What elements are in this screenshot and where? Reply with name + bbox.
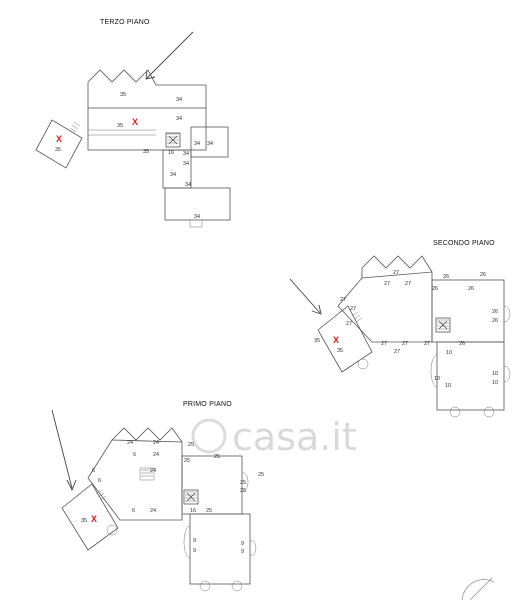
north-arrow-terzo <box>145 31 194 80</box>
svg-text:9: 9 <box>193 548 196 554</box>
primo-piano-plan: PRIMO PIANO 24 24 25 25 25 <box>51 401 264 592</box>
svg-text:34: 34 <box>194 214 200 220</box>
svg-text:26: 26 <box>459 341 465 347</box>
svg-text:34: 34 <box>176 116 182 122</box>
terzo-piano-plan: TERZO PIANO 35 34 35 34 34 <box>35 19 231 228</box>
svg-text:9: 9 <box>241 541 244 547</box>
svg-text:6: 6 <box>92 468 95 474</box>
secondo-piano-title: SECONDO PIANO <box>433 240 495 247</box>
svg-text:26: 26 <box>443 274 449 280</box>
north-arrow-secondo <box>289 278 322 315</box>
primo-main-block <box>87 439 183 521</box>
svg-text:34: 34 <box>176 97 182 103</box>
terzo-piano-title: TERZO PIANO <box>100 19 150 26</box>
watermark-text: casa.it <box>232 415 357 459</box>
svg-text:34: 34 <box>183 161 189 167</box>
svg-text:34: 34 <box>185 182 191 188</box>
x-marker: X <box>132 117 138 127</box>
svg-text:35: 35 <box>143 149 149 155</box>
stairs-primo <box>183 489 199 505</box>
svg-text:25: 25 <box>240 480 246 486</box>
secondo-piano-plan: SECONDO PIANO 27 27 27 26 26 27 27 <box>289 240 511 418</box>
secondo-main-block <box>337 271 433 343</box>
svg-text:34: 34 <box>170 172 176 178</box>
svg-text:26: 26 <box>468 286 474 292</box>
north-arrow-primo <box>51 409 77 492</box>
svg-text:35: 35 <box>81 518 87 524</box>
svg-text:16: 16 <box>190 508 196 514</box>
svg-text:34: 34 <box>207 141 213 147</box>
svg-text:16: 16 <box>168 150 174 156</box>
x-marker: X <box>56 134 62 144</box>
x-marker: X <box>91 514 97 524</box>
svg-text:27: 27 <box>381 341 387 347</box>
secondo-labels: 27 27 27 26 26 27 27 26 26 26 26 27 35 2… <box>314 270 498 389</box>
svg-text:25: 25 <box>258 472 264 478</box>
svg-text:25: 25 <box>206 508 212 514</box>
svg-text:10: 10 <box>446 350 452 356</box>
svg-text:35: 35 <box>55 147 61 153</box>
svg-text:24: 24 <box>127 440 133 446</box>
svg-text:35: 35 <box>120 92 126 98</box>
svg-text:27: 27 <box>350 306 356 312</box>
compass-icon <box>461 577 495 600</box>
svg-text:27: 27 <box>424 341 430 347</box>
svg-text:6: 6 <box>132 508 135 514</box>
svg-text:27: 27 <box>393 270 399 276</box>
watermark: casa.it <box>191 415 357 459</box>
svg-text:34: 34 <box>194 141 200 147</box>
svg-text:25: 25 <box>188 442 194 448</box>
svg-text:9: 9 <box>241 549 244 555</box>
svg-text:26: 26 <box>432 286 438 292</box>
svg-text:27: 27 <box>405 281 411 287</box>
svg-text:27: 27 <box>384 281 390 287</box>
svg-text:25: 25 <box>214 454 220 460</box>
svg-text:27: 27 <box>402 341 408 347</box>
svg-text:26: 26 <box>492 309 498 315</box>
svg-text:34: 34 <box>183 151 189 157</box>
svg-text:25: 25 <box>184 458 190 464</box>
stairs-secondo <box>435 317 451 333</box>
svg-text:27: 27 <box>340 297 346 303</box>
svg-text:27: 27 <box>394 349 400 355</box>
terzo-labels: 35 34 35 34 34 34 34 35 16 34 34 34 34 3… <box>55 92 213 220</box>
svg-text:35: 35 <box>337 348 343 354</box>
x-marker: X <box>333 335 339 345</box>
svg-text:24: 24 <box>150 468 156 474</box>
svg-text:26: 26 <box>480 272 486 278</box>
primo-piano-title: PRIMO PIANO <box>183 401 232 408</box>
svg-text:6: 6 <box>98 478 101 484</box>
stairs-terzo <box>165 132 181 148</box>
svg-text:24: 24 <box>153 452 159 458</box>
svg-text:24: 24 <box>153 440 159 446</box>
svg-text:35: 35 <box>314 338 320 344</box>
secondo-angled-room <box>317 305 373 373</box>
svg-text:10: 10 <box>492 380 498 386</box>
svg-text:10: 10 <box>434 376 440 382</box>
primo-angled-room <box>61 483 119 551</box>
primo-labels: 24 24 25 25 25 25 25 6 24 24 6 6 25 16 2… <box>81 440 264 555</box>
svg-text:26: 26 <box>492 318 498 324</box>
stairs-primo-center <box>139 467 155 481</box>
svg-text:6: 6 <box>133 452 136 458</box>
terzo-angled-room <box>35 119 83 169</box>
svg-text:9: 9 <box>193 538 196 544</box>
svg-text:25: 25 <box>240 488 246 494</box>
svg-text:24: 24 <box>150 508 156 514</box>
svg-text:35: 35 <box>117 123 123 129</box>
svg-text:10: 10 <box>492 371 498 377</box>
svg-text:27: 27 <box>346 321 352 327</box>
svg-text:10: 10 <box>445 383 451 389</box>
terzo-main-block <box>87 107 207 151</box>
